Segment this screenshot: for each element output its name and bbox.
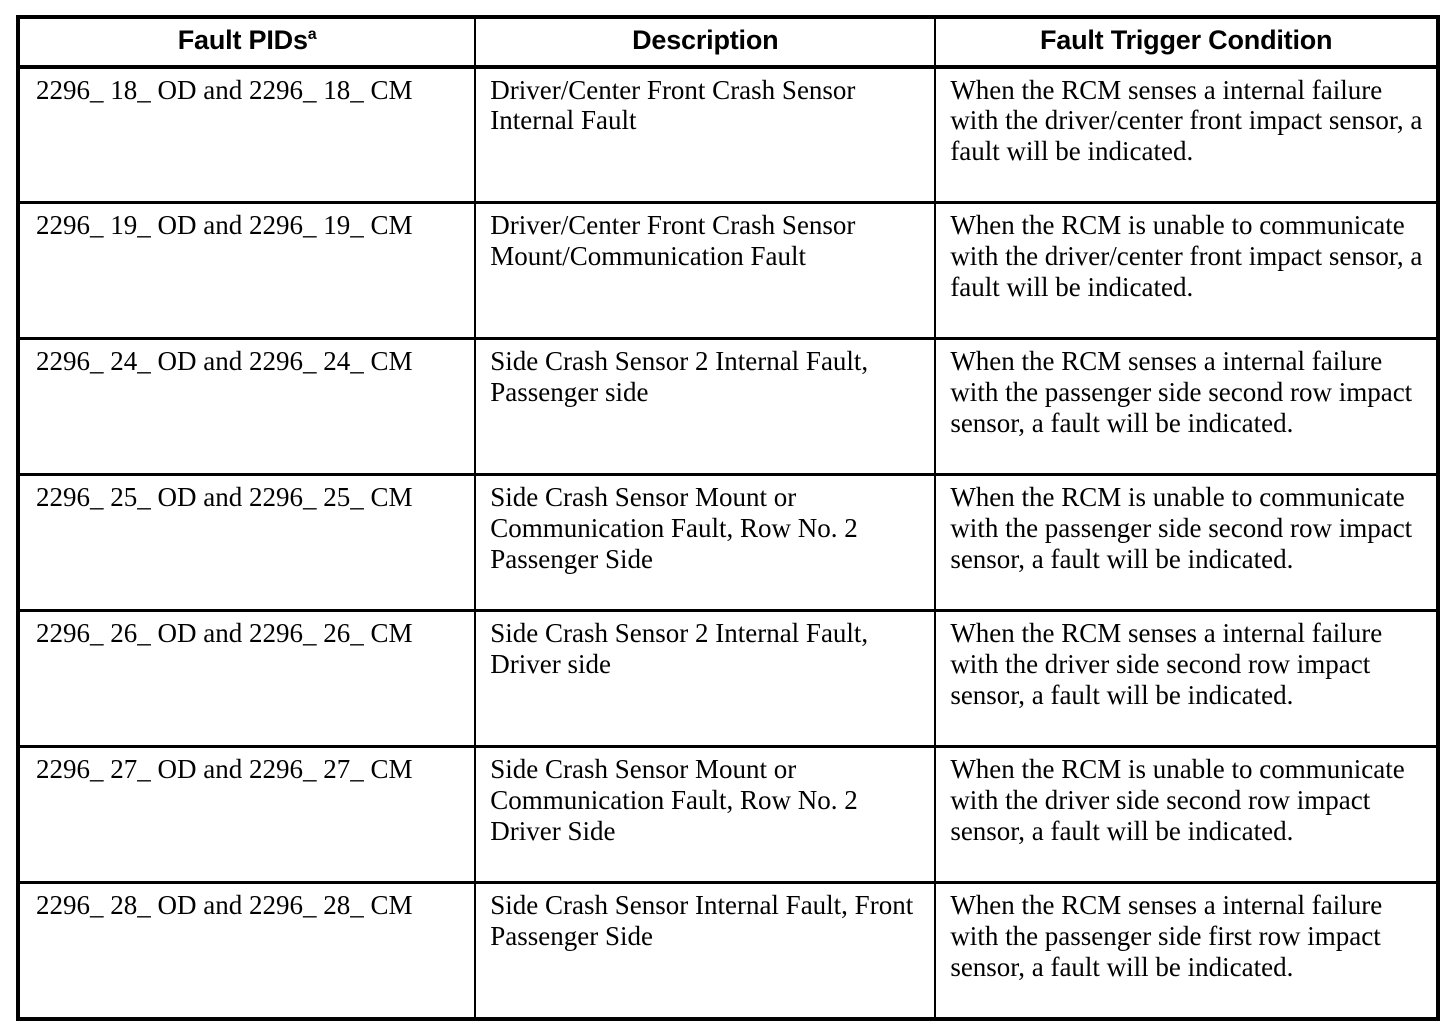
- cell-description: Side Crash Sensor Internal Fault, Front …: [475, 882, 937, 1019]
- table-row: 2296_ 18_ OD and 2296_ 18_ CM Driver/Cen…: [18, 66, 1438, 205]
- table-row: 2296_ 26_ OD and 2296_ 26_ CM Side Crash…: [18, 610, 1438, 749]
- cell-fault-pid: 2296_ 18_ OD and 2296_ 18_ CM: [18, 66, 477, 205]
- header-row: Fault PIDsa Description Fault Trigger Co…: [18, 17, 1438, 69]
- cell-condition: When the RCM senses a internal failure w…: [935, 338, 1438, 477]
- cell-fault-pid: 2296_ 24_ OD and 2296_ 24_ CM: [18, 338, 477, 477]
- table-row: 2296_ 28_ OD and 2296_ 28_ CM Side Crash…: [18, 882, 1438, 1019]
- cell-description: Side Crash Sensor 2 Internal Fault, Pass…: [475, 338, 937, 477]
- table-row: 2296_ 19_ OD and 2296_ 19_ CM Driver/Cen…: [18, 202, 1438, 341]
- cell-condition: When the RCM is unable to communicate wi…: [935, 474, 1438, 613]
- cell-fault-pid: 2296_ 25_ OD and 2296_ 25_ CM: [18, 474, 477, 613]
- cell-description: Driver/Center Front Crash Sensor Interna…: [475, 66, 937, 205]
- fault-pids-table: Fault PIDsa Description Fault Trigger Co…: [16, 15, 1440, 1021]
- cell-description: Side Crash Sensor Mount or Communication…: [475, 474, 937, 613]
- table-row: 2296_ 25_ OD and 2296_ 25_ CM Side Crash…: [18, 474, 1438, 613]
- cell-fault-pid: 2296_ 27_ OD and 2296_ 27_ CM: [18, 746, 477, 885]
- cell-fault-pid: 2296_ 19_ OD and 2296_ 19_ CM: [18, 202, 477, 341]
- cell-description: Driver/Center Front Crash Sensor Mount/C…: [475, 202, 937, 341]
- column-header-fault-pids: Fault PIDsa: [18, 17, 477, 69]
- cell-fault-pid: 2296_ 26_ OD and 2296_ 26_ CM: [18, 610, 477, 749]
- footnote-marker-a: a: [307, 26, 317, 43]
- column-header-fault-pids-label: Fault PIDs: [177, 25, 308, 55]
- table-body: 2296_ 18_ OD and 2296_ 18_ CM Driver/Cen…: [18, 66, 1438, 1019]
- column-header-fault-trigger-condition: Fault Trigger Condition: [935, 17, 1438, 69]
- column-header-description: Description: [475, 17, 937, 69]
- cell-condition: When the RCM is unable to communicate wi…: [935, 202, 1438, 341]
- cell-condition: When the RCM senses a internal failure w…: [935, 610, 1438, 749]
- cell-description: Side Crash Sensor Mount or Communication…: [475, 746, 937, 885]
- cell-description: Side Crash Sensor 2 Internal Fault, Driv…: [475, 610, 937, 749]
- cell-condition: When the RCM senses a internal failure w…: [935, 66, 1438, 205]
- table-header: Fault PIDsa Description Fault Trigger Co…: [18, 17, 1438, 69]
- cell-fault-pid: 2296_ 28_ OD and 2296_ 28_ CM: [18, 882, 477, 1019]
- table-row: 2296_ 24_ OD and 2296_ 24_ CM Side Crash…: [18, 338, 1438, 477]
- cell-condition: When the RCM senses a internal failure w…: [950, 890, 1383, 982]
- table-row: 2296_ 27_ OD and 2296_ 27_ CM Side Crash…: [18, 746, 1438, 885]
- cell-condition: When the RCM is unable to communicate wi…: [935, 746, 1438, 885]
